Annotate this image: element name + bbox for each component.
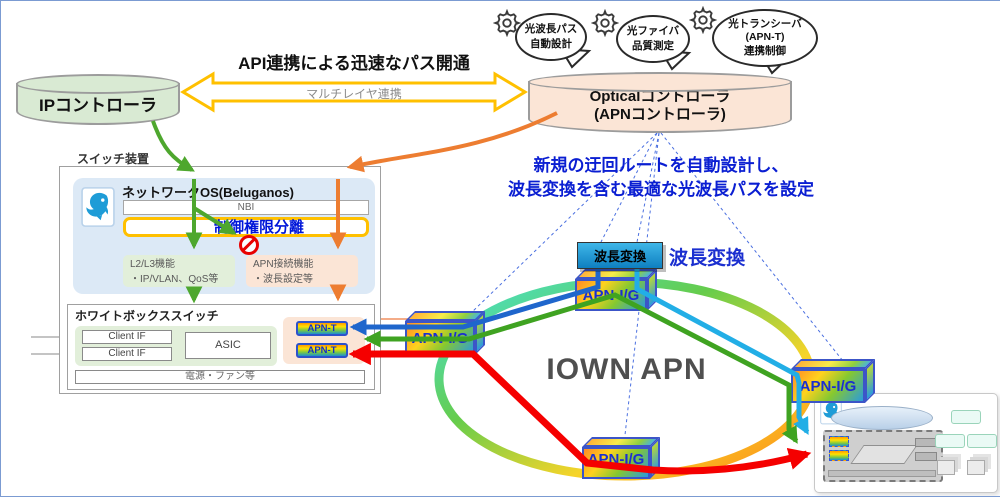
nbi-box: NBI	[123, 200, 369, 215]
apn-func-line2: ・波長設定等	[253, 273, 313, 285]
l2l3-line2: ・IP/VLAN、QoS等	[130, 273, 219, 285]
l2l3-function-box: L2/L3機能 ・IP/VLAN、QoS等	[123, 255, 235, 287]
iown-apn-title: IOWN APN	[546, 353, 707, 386]
power-fan-box: 電源・ファン等	[75, 370, 365, 384]
bubble-line: 光波長パス	[524, 22, 578, 35]
ip-to-switch-arrow	[151, 120, 195, 172]
chassis-slot	[915, 438, 937, 447]
api-link-title: API連携による迅速なパス開通	[238, 54, 470, 73]
client-if-box-1: Client IF	[82, 330, 172, 344]
optical-controller: Opticalコントローラ (APNコントローラ)	[528, 72, 792, 133]
optical-controller-label-1: Opticalコントローラ	[589, 88, 731, 105]
remote-server-box	[814, 393, 998, 493]
topology-node	[967, 434, 997, 448]
server-chassis	[823, 430, 943, 482]
apn-ig-node-top: APN-I/G	[575, 269, 657, 311]
bubble-line: (APN-T)	[745, 31, 785, 44]
bubble-line: 自動設計	[530, 38, 572, 50]
chassis-top-panel	[850, 445, 918, 464]
ip-controller-label: IPコントローラ	[38, 95, 158, 115]
whitebox-switch-title: ホワイトボックススイッチ	[75, 309, 219, 323]
chassis-slot	[915, 452, 937, 461]
apn-ig-label: APN-I/G	[411, 329, 469, 347]
apn-connect-function-box: APN接続機能 ・波長設定等	[246, 255, 358, 287]
beluganos-dolphin-icon	[81, 185, 115, 229]
topology-node	[951, 410, 981, 424]
bubble-fiber-quality: 光ファイバ 品質測定	[616, 15, 690, 63]
wavelength-path-cyan	[634, 267, 810, 436]
storage-cubes	[937, 460, 955, 475]
apn-ig-label: APN-I/G	[799, 377, 857, 395]
wavelength-conversion-box: 波長変換	[577, 242, 663, 269]
topology-node	[935, 434, 965, 448]
switch-device-label: スイッチ装置	[77, 152, 150, 166]
bubble-line: 品質測定	[632, 40, 674, 52]
wavelength-conversion-label: 波長変換	[669, 248, 746, 269]
apn-ig-node-right: APN-I/G	[791, 359, 875, 403]
asic-box: ASIC	[185, 332, 271, 359]
server-disk-ellipse	[831, 406, 933, 430]
chassis-bottom-bar	[828, 470, 936, 477]
apn-ig-label: APN-I/G	[587, 450, 645, 468]
apn-ig-node-left: APN-I/G	[405, 311, 485, 355]
annotation-line-2: 波長変換を含む最適な光波長パスを設定	[508, 180, 814, 199]
bubble-transceiver-control: 光トランシーバ (APN-T) 連携制御	[712, 9, 818, 67]
api-link-subtitle: マルチレイヤ連携	[306, 87, 402, 101]
network-os-title: ネットワークOS(Beluganos)	[122, 185, 294, 200]
server-apn-t-module	[829, 450, 849, 461]
server-apn-t-module	[829, 436, 849, 447]
no-entry-icon	[239, 235, 259, 255]
ip-controller: IPコントローラ	[16, 74, 180, 125]
l2l3-line1: L2/L3機能	[130, 259, 176, 270]
annotation-line-1: 新規の迂回ルートを自動設計し、	[533, 156, 789, 175]
bubble-line: 光ファイバ	[626, 24, 680, 37]
client-if-box-2: Client IF	[82, 347, 172, 361]
apn-func-line1: APN接続機能	[253, 259, 314, 270]
gear-icon	[591, 9, 619, 37]
bubble-wavelength-path-design: 光波長パス 自動設計	[515, 13, 587, 61]
apn-t-module-1: APN-T	[296, 321, 348, 336]
bubble-line: 光トランシーバ	[728, 17, 802, 30]
optical-controller-label-2: (APNコントローラ)	[594, 106, 726, 123]
storage-cubes	[967, 460, 985, 475]
bubble-line: 連携制御	[744, 44, 786, 57]
apn-t-module-2: APN-T	[296, 343, 348, 358]
apn-ig-label: APN-I/G	[582, 286, 640, 304]
control-separation-box: 制御権限分離	[123, 217, 369, 237]
apn-ig-node-bottom: APN-I/G	[582, 437, 660, 479]
